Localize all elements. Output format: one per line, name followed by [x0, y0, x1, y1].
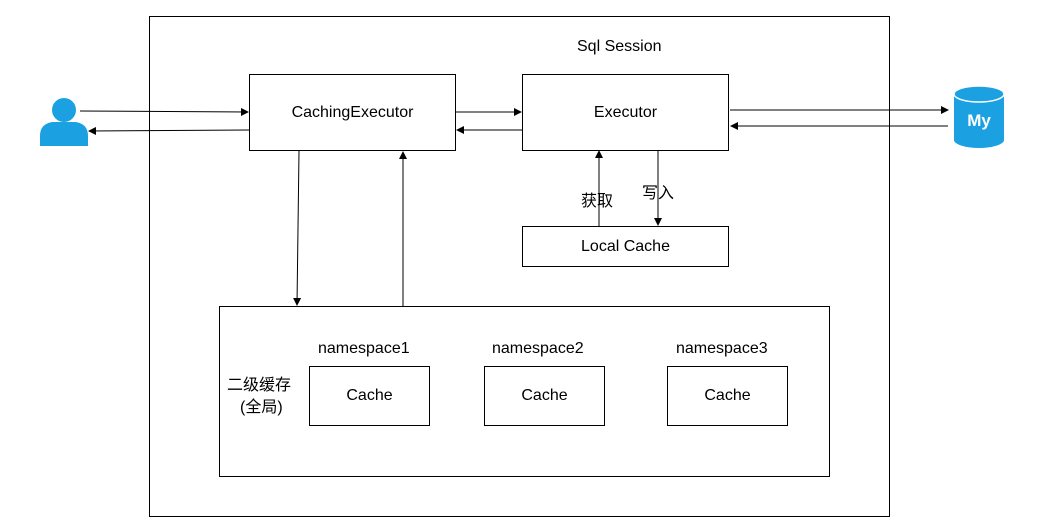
caching-executor-label: CachingExecutor [291, 103, 414, 121]
mysql-badge-text: My [967, 111, 991, 130]
caching-executor-to-user-arrow [88, 126, 250, 135]
executor-box: Executor [522, 74, 729, 151]
namespace-label: namespace2 [492, 340, 584, 357]
namespace-label: namespace3 [676, 340, 768, 357]
user-to-caching-executor-arrow [79, 107, 249, 116]
user-icon [40, 98, 88, 146]
cache-label: Cache [346, 387, 393, 404]
namespace-cache-box: Cache [667, 366, 788, 426]
namespace-label: namespace1 [318, 340, 410, 357]
caching-executor-to-second-level-arrow [293, 150, 302, 306]
second-level-cache-label: 二级缓存 [227, 377, 292, 394]
mysql-database-icon: My [953, 85, 1005, 148]
cache-label: Cache [704, 387, 751, 404]
namespace-cache-box: Cache [309, 366, 430, 426]
namespace-cache-box: Cache [484, 366, 605, 426]
get-edge-label: 获取 [581, 193, 614, 210]
sql-session-title: Sql Session [577, 38, 662, 55]
cache-label: Cache [521, 387, 568, 404]
caching-executor-box: CachingExecutor [249, 74, 456, 151]
executor-label: Executor [593, 103, 658, 121]
second-level-cache-scope: (全局) [240, 399, 283, 416]
local-cache-label: Local Cache [581, 237, 670, 255]
local-cache-box: Local Cache [522, 226, 729, 267]
